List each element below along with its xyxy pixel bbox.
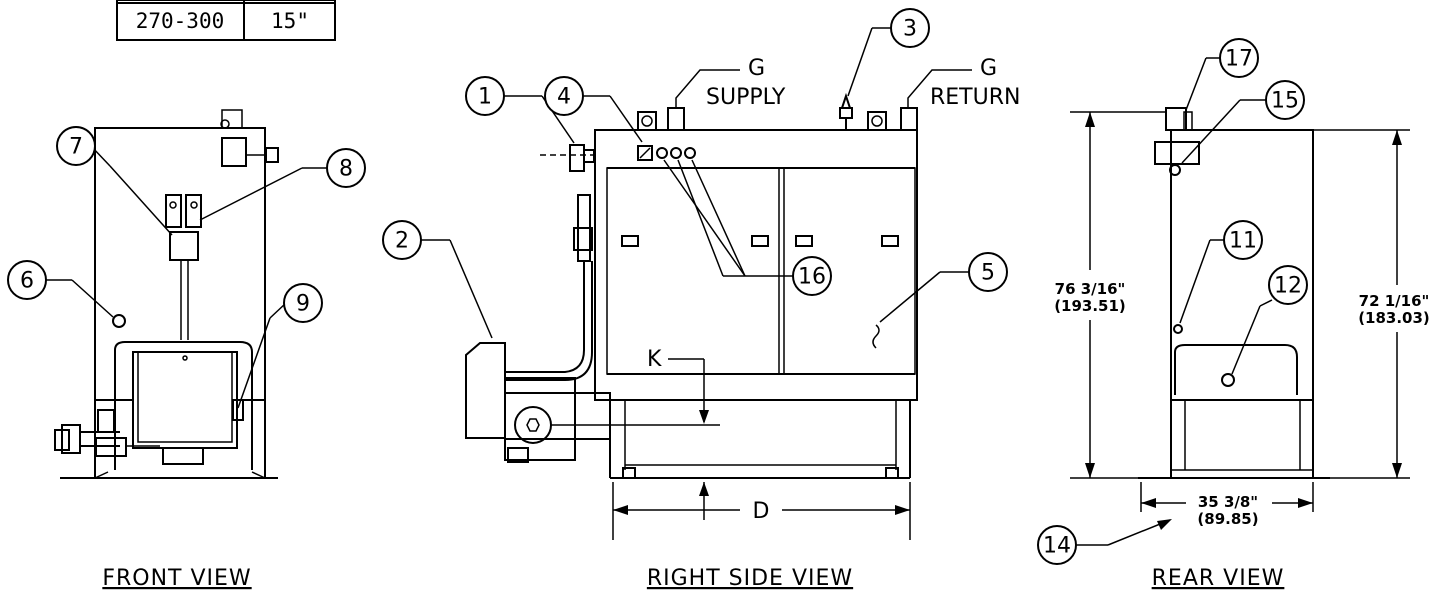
callout-4: 5 [981,261,995,286]
callout-2: 2 [395,229,409,254]
title-rear-view: REAR VIEW [1152,566,1285,591]
dim-height-72: 72 1/16" [1359,292,1430,310]
rear-view: 76 3/16" (193.51) 72 1/16" (183.03) 35 3… [1054,107,1430,528]
callouts: 1 4 3 2 5 16 7 8 6 [7,8,1308,565]
dim-height-193: (193.51) [1054,297,1126,315]
title-front-view: FRONT VIEW [102,566,251,591]
label-g-supply: G [748,56,765,81]
callout-8: 8 [339,157,353,182]
callout-16: 16 [798,265,826,290]
table-cell-value: 15" [271,9,309,33]
title-right-side-view: RIGHT SIDE VIEW [647,566,853,591]
dim-width-89: (89.85) [1197,510,1258,528]
callout-3: 3 [903,17,917,42]
dim-height-183: (183.03) [1358,309,1430,327]
label-supply: SUPPLY [706,85,786,110]
label-g-return: G [980,56,997,81]
callout-5: 4 [557,85,571,110]
table-cell-range: 270-300 [136,9,225,33]
right-side-view: D K G SUPPLY G RETURN [465,56,1020,540]
dim-width-35: 35 3/8" [1198,493,1258,511]
callout-9: 9 [296,292,310,317]
dim-height-76: 76 3/16" [1055,280,1126,298]
callout-7: 7 [69,135,83,160]
callout-17: 17 [1225,47,1253,72]
label-k: K [647,347,662,372]
callout-1: 1 [478,85,492,110]
front-view [54,109,279,479]
label-d: D [753,499,770,524]
callout-12: 12 [1274,274,1302,299]
label-return: RETURN [930,85,1020,110]
callout-6: 6 [20,269,34,294]
callout-14: 14 [1043,534,1071,559]
callout-11: 11 [1229,229,1257,254]
size-table: 270-300 15" [116,0,336,41]
callout-15: 15 [1271,89,1299,114]
